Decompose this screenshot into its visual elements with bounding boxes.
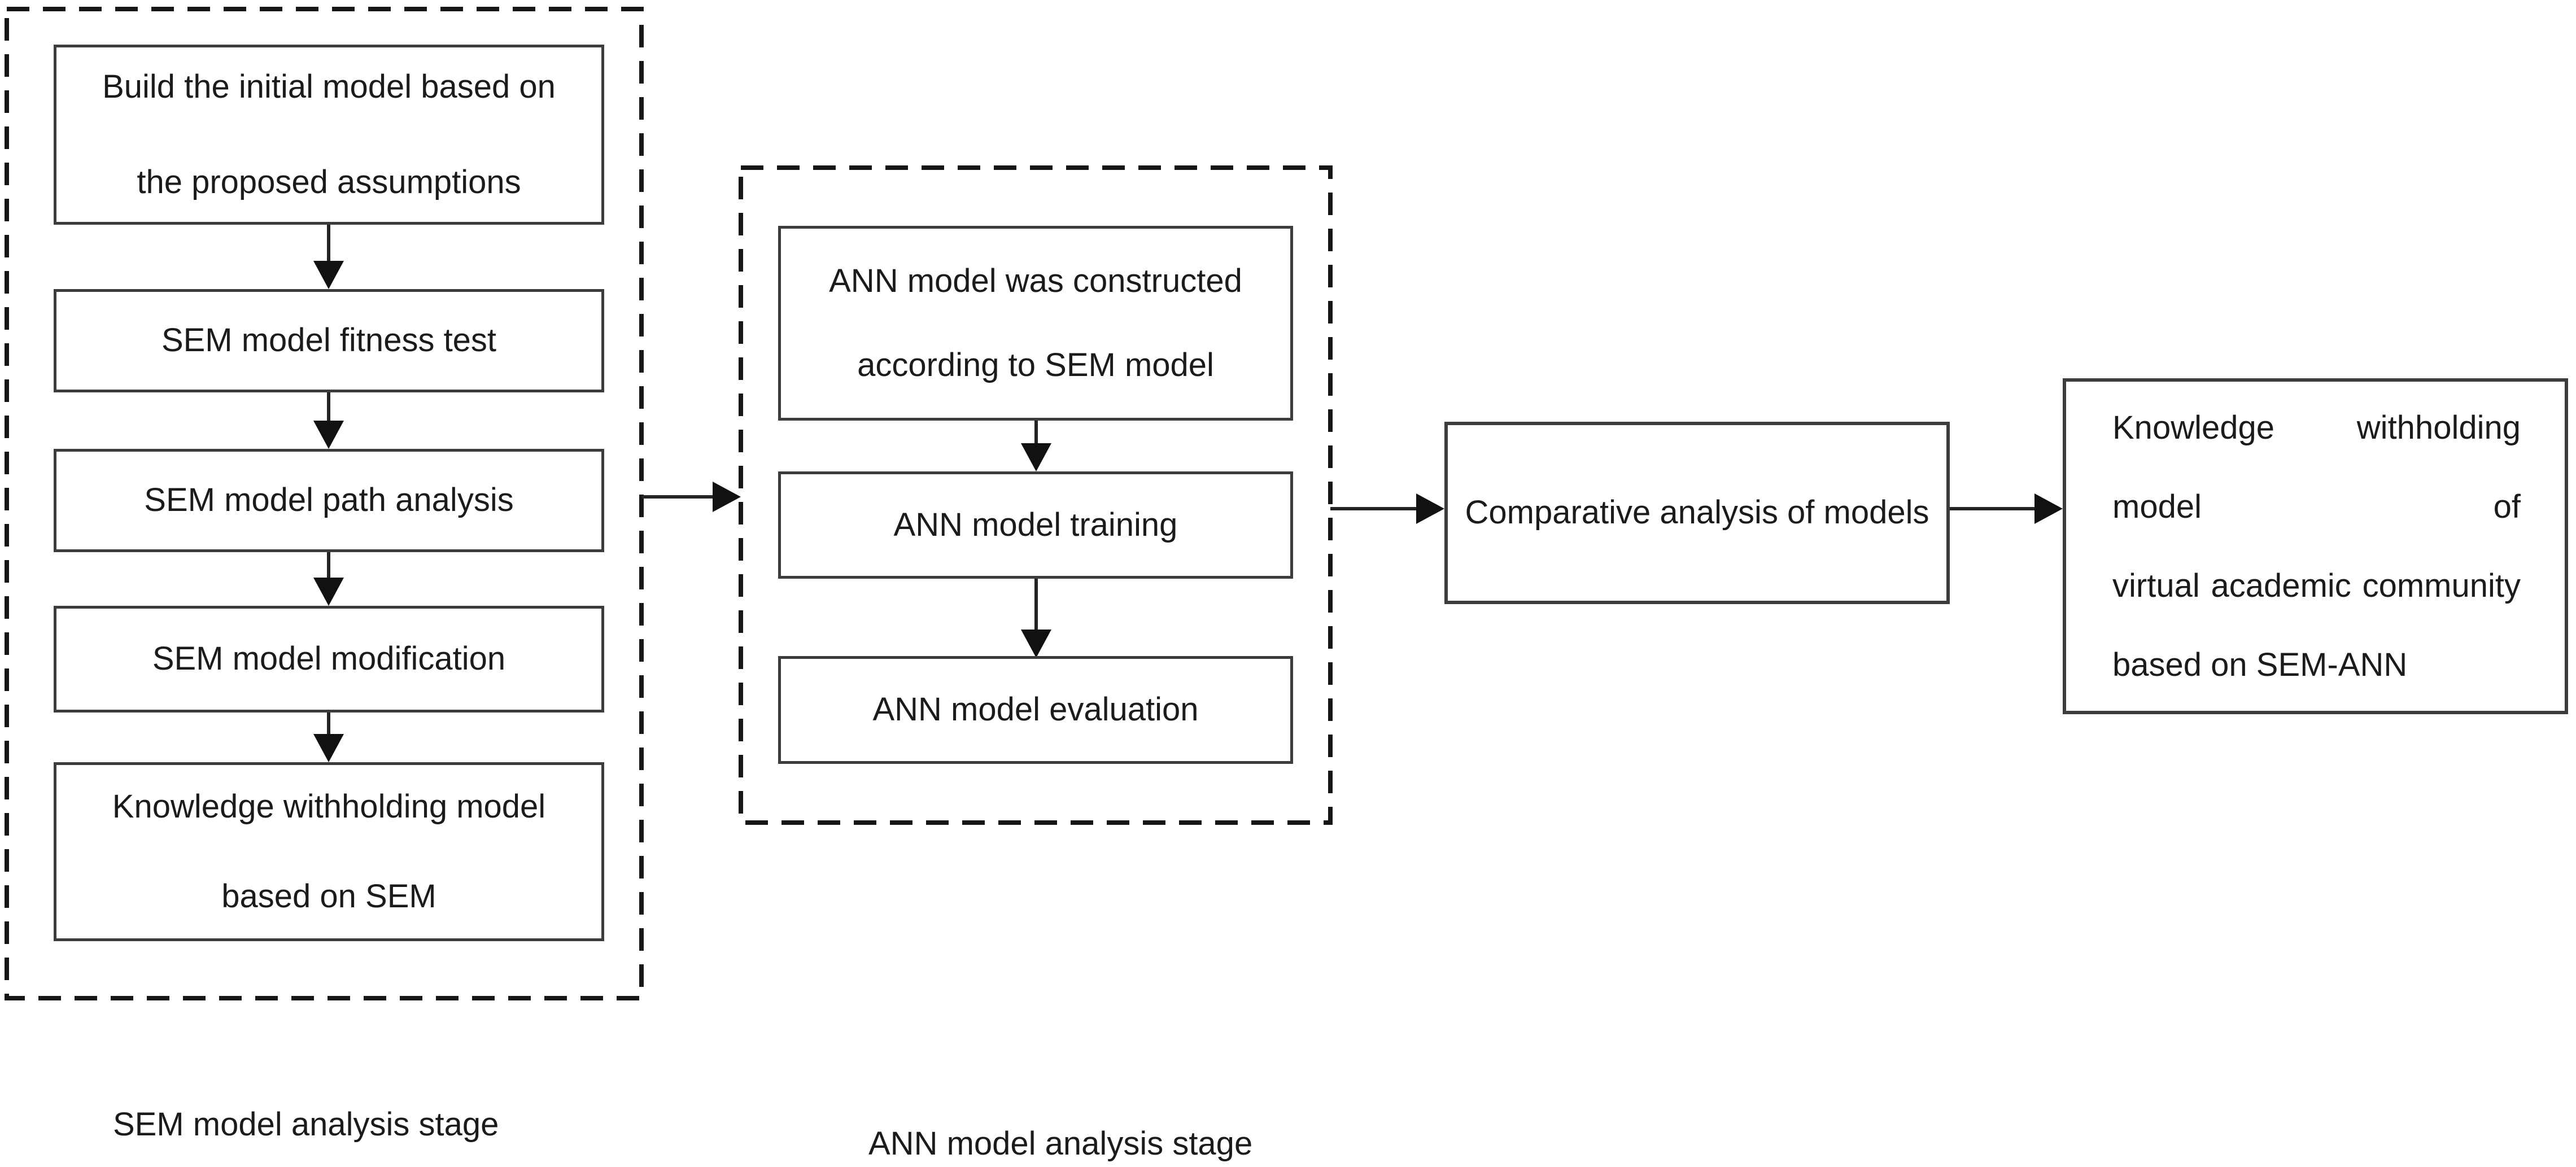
flow-box-text: ANN model was constructed (829, 262, 1242, 299)
flow-box-text: Comparative analysis of models (1465, 494, 1929, 531)
flow-box-text: the proposed assumptions (137, 163, 521, 200)
arrow-sem-box4-to-box5 (313, 713, 344, 762)
flow-box-ann-evaluation: ANN model evaluation (778, 656, 1293, 764)
sem-stage-label: SEM model analysis stage (113, 1106, 499, 1143)
flow-box-sem-fitness-test: SEM model fitness test (54, 289, 604, 392)
flow-box-text: according to SEM model (857, 346, 1214, 383)
flow-box-text: virtual academic community (2112, 567, 2521, 604)
ann-stage-dashed-container (739, 165, 1333, 825)
arrow-sem-box3-to-box4 (313, 552, 344, 606)
arrow-ann-box1-to-box2 (1021, 421, 1051, 471)
arrow-ann-stage-to-comparison (1330, 493, 1444, 524)
flow-box-text: SEM model fitness test (161, 322, 497, 359)
flow-box-text: ANN model evaluation (872, 691, 1199, 728)
arrow-sem-box1-to-box2 (313, 225, 344, 289)
flow-box-knowledge-withholding-sem-ann: Knowledge withholding model of virtual a… (2063, 378, 2568, 714)
sem-stage-dashed-container (5, 7, 644, 1000)
flow-box-sem-modification: SEM model modification (54, 606, 604, 713)
arrow-comparison-to-result (1950, 493, 2063, 524)
flow-box-text: based on SEM (221, 877, 436, 915)
arrow-sem-stage-to-ann-stage (642, 482, 741, 512)
flow-box-text: based on SEM-ANN (2112, 646, 2408, 683)
flow-box-text: Build the initial model based on (102, 68, 556, 105)
flow-box-comparative-analysis: Comparative analysis of models (1444, 422, 1950, 604)
arrow-sem-box2-to-box3 (313, 392, 344, 449)
ann-stage-label: ANN model analysis stage (868, 1125, 1253, 1162)
arrow-ann-box2-to-box3 (1021, 579, 1051, 658)
flow-box-build-initial-model: Build the initial model based on the pro… (54, 45, 604, 225)
flow-box-ann-training: ANN model training (778, 471, 1293, 579)
flow-box-text: SEM model modification (152, 640, 506, 678)
flow-box-text: SEM model path analysis (144, 482, 514, 519)
flow-box-ann-constructed: ANN model was constructed according to S… (778, 226, 1293, 421)
flow-box-knowledge-withholding-sem: Knowledge withholding model based on SEM (54, 762, 604, 941)
flow-box-text: Knowledge withholding model of (2112, 409, 2521, 525)
flow-box-text: Knowledge withholding model (112, 788, 546, 825)
flow-box-text: ANN model training (893, 506, 1178, 543)
flow-box-sem-path-analysis: SEM model path analysis (54, 449, 604, 552)
